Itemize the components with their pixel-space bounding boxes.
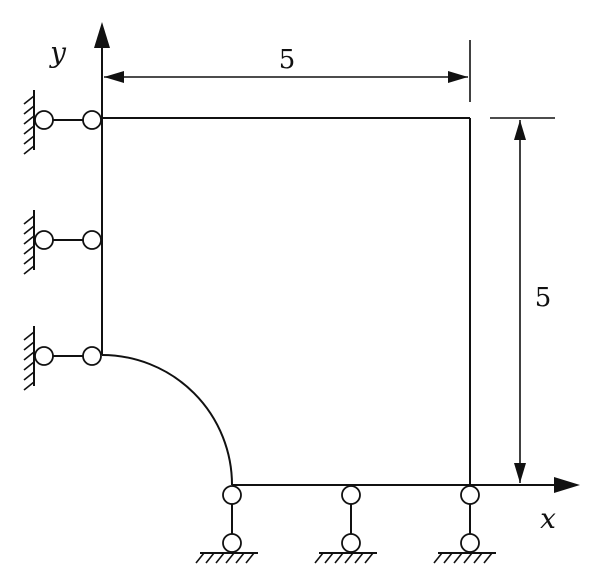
bottom-roller-support-left (195, 485, 258, 564)
y-axis-arrowhead (94, 22, 110, 48)
left-roller-support-bottom (23, 326, 102, 391)
height-dimension-label: 5 (535, 283, 552, 313)
x-axis-label: x (540, 502, 556, 535)
width-dimension-arrow-right (448, 71, 468, 83)
bottom-roller-support-right (433, 485, 496, 564)
hole-arc (101, 354, 233, 486)
height-dimension-arrow-top (514, 120, 526, 140)
y-axis-label: y (48, 36, 67, 69)
left-roller-support-top (23, 90, 102, 155)
left-roller-support-middle (23, 210, 102, 275)
x-axis-arrowhead (554, 477, 580, 493)
height-dimension-arrow-bottom (514, 463, 526, 483)
width-dimension-arrow-left (104, 71, 124, 83)
bottom-roller-support-middle (314, 485, 377, 564)
width-dimension-label: 5 (279, 45, 296, 75)
